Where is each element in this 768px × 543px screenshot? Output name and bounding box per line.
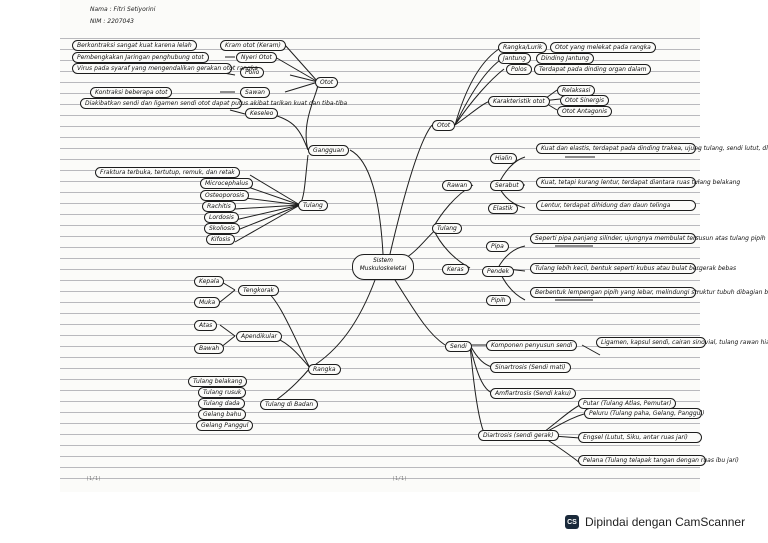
desc-sawan: Kontraksi beberapa otot (90, 87, 173, 98)
gangguan-sawan: Sawan (240, 87, 270, 98)
diartrosis-pelana: Pelana (Tulang telapak tangan dengan rua… (578, 455, 739, 466)
gangguan-keseleo: Keseleo (245, 108, 279, 119)
keras-pipa: Pipa (486, 241, 509, 252)
tulang-keras: Keras (442, 264, 469, 275)
otot-desc-jantung: Dinding Jantung (536, 53, 595, 64)
otot-desc-rangka: Otot yang melekat pada rangka (550, 42, 656, 53)
camscanner-logo-icon: CS (565, 515, 579, 529)
camscanner-watermark: CS Dipindai dengan CamScanner (565, 513, 745, 531)
note-sheet: Nama : Fitri Setiyorini NIM : 2207043 Si… (60, 0, 768, 492)
center-node: Sistem Muskuloskeletal (352, 254, 414, 280)
sendi-komponen-desc: Ligamen, kapsul sendi, cairan sinovial, … (596, 337, 768, 348)
student-name: Nama : Fitri Setiyorini (90, 6, 156, 13)
footer-left: (1/1) (86, 476, 102, 482)
footer-mid: (1/1) (392, 476, 408, 482)
sendi-sinartrosis: Sinartrosis (Sendi mati) (490, 362, 571, 373)
rangka-tengkorak: Tengkorak (238, 285, 279, 296)
branch-otot: Otot (432, 120, 456, 131)
diartrosis-peluru: Peluru (Tulang paha, Gelang, Panggul) (584, 408, 704, 419)
apendikular-bawah: Bawah (194, 343, 225, 354)
badan-rusuk: Tulang rusuk (198, 387, 247, 398)
gangguan-polio: Polio (240, 67, 265, 78)
rawan-serabut-desc: Kuat, tetapi kurang lentur, terdapat dia… (536, 177, 740, 188)
desc-kram: Berkontraksi sangat kuat karena lelah (72, 40, 197, 51)
desc-keseleo: Diakibatkan sendi dan ligamen sendi otot… (80, 98, 347, 109)
otot-desc-polos: Terdapat pada dinding organ dalam (534, 64, 652, 75)
desc-nyeri: Pembengkakan Jaringan penghubung otot (72, 52, 209, 63)
karak-antagonis: Otot Antagonis (557, 106, 613, 117)
otot-type-jantung: Jantung (498, 53, 532, 64)
branch-tulang: Tulang (432, 223, 462, 234)
gangguan-otot-node: Otot (315, 77, 339, 88)
branch-sendi: Sendi (445, 341, 472, 352)
badan-bahu: Gelang bahu (198, 409, 247, 420)
sendi-amfiartrosis: Amfiartrosis (Sendi kaku) (490, 388, 577, 399)
rawan-hialin: Hialin (490, 153, 517, 164)
gangguan-microcephalus: Microcephalus (200, 178, 254, 189)
keras-pipih-desc: Berbentuk lempengan pipih yang lebar, me… (530, 287, 768, 298)
otot-karakteristik: Karakteristik otot (488, 96, 550, 107)
rawan-serabut: Serabut (490, 180, 524, 191)
gangguan-lordosis: Lordosis (204, 212, 239, 223)
camscanner-text: Dipindai dengan CamScanner (585, 515, 746, 529)
badan-dada: Tulang dada (198, 398, 245, 409)
sendi-diartrosis: Diartrosis (sendi gerak) (478, 430, 559, 441)
gangguan-tulang-node: Tulang (298, 200, 328, 211)
keras-pipih: Pipih (486, 295, 511, 306)
otot-type-rangka: Rangka/Lurik (498, 42, 548, 53)
tengkorak-muka: Muka (194, 297, 221, 308)
keras-pendek: Pendek (482, 266, 515, 277)
karak-sinergis: Otot Sinergis (560, 95, 610, 106)
desc-polio: Virus pada syaraf yang mengendalikan ger… (72, 63, 258, 74)
keras-pendek-desc: Tulang lebih kecil, bentuk seperti kubus… (530, 263, 736, 274)
gangguan-nyeri: Nyeri Otot (236, 52, 277, 63)
gangguan-kram: Kram otot (Keram) (220, 40, 286, 51)
rawan-elastik-desc: Lentur, terdapat dihidung dan daun telin… (536, 200, 696, 211)
tulang-rawan: Rawan (442, 180, 473, 191)
gangguan-kifosis: Kifosis (206, 234, 236, 245)
branch-rangka: Rangka (308, 364, 341, 375)
gangguan-skoliosis: Skoliosis (204, 223, 240, 234)
gangguan-fraktura: Fraktura terbuka, tertutup, remuk, dan r… (95, 167, 240, 178)
branch-gangguan: Gangguan (308, 145, 350, 156)
keras-pipa-desc: Seperti pipa panjang silinder, ujungnya … (530, 233, 766, 244)
diartrosis-engsel: Engsel (Lutut, Siku, antar ruas jari) (578, 432, 702, 443)
gangguan-osteoporosis: Osteoporosis (200, 190, 250, 201)
student-nim: NIM : 2207043 (90, 18, 134, 25)
gangguan-rachitis: Rachitis (202, 201, 236, 212)
tengkorak-kepala: Kepala (194, 276, 225, 287)
sendi-komponen: Komponen penyusun sendi (486, 340, 578, 351)
rangka-apendikular: Apendikular (236, 331, 282, 342)
badan-belakang: Tulang belakang (188, 376, 248, 387)
badan-panggul: Gelang Panggul (196, 420, 254, 431)
apendikular-atas: Atas (194, 320, 218, 331)
rawan-hialin-desc: Kuat dan elastis, terdapat pada dinding … (536, 143, 768, 154)
rawan-elastik: Elastik (488, 203, 518, 214)
rangka-badan: Tulang di Badan (260, 399, 319, 410)
otot-type-polos: Polos (506, 64, 532, 75)
